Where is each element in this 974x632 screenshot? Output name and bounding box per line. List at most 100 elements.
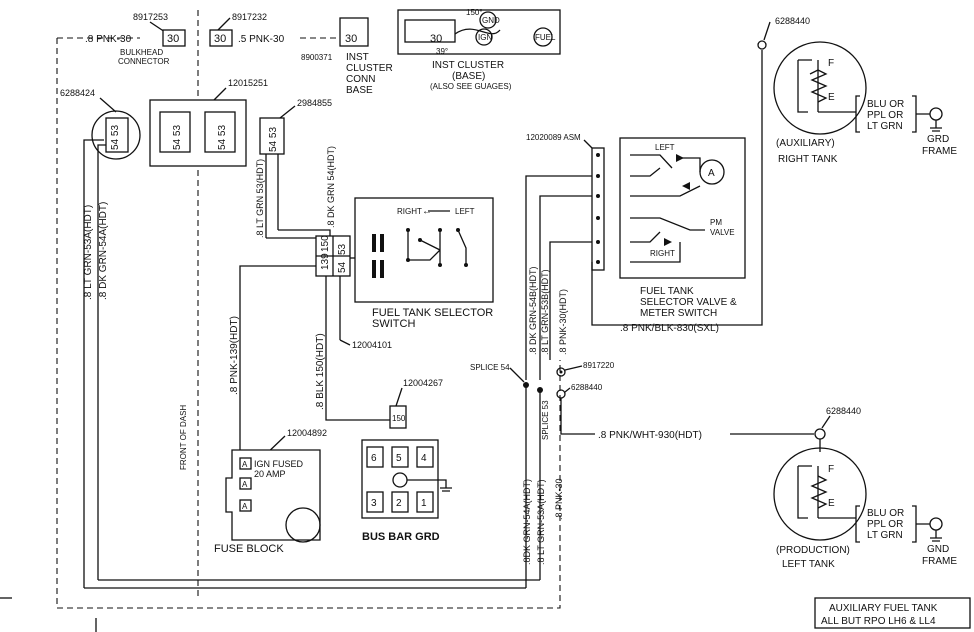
wire-lt-grn-53: .8 LT GRN 53(HDT) xyxy=(255,159,265,238)
bulkhead-label: BULKHEAD xyxy=(120,48,163,57)
selector-switch-label: SWITCH xyxy=(372,318,415,330)
bus-pin-6: 6 xyxy=(371,453,377,464)
bus-bar-grd-label: BUS BAR GRD xyxy=(362,531,440,543)
pin-30-c: 30 xyxy=(345,33,357,45)
ign-symbol xyxy=(475,28,493,46)
bulkhead-connector-right xyxy=(209,29,233,47)
cluster-label: CLUSTER xyxy=(346,63,393,74)
inst-cluster-conn xyxy=(339,17,369,47)
wire-pnk-139: .8 PNK-139(HDT) xyxy=(229,316,240,395)
wire-pnk-blk-830: .8 PNK/BLK-830(SXL) xyxy=(620,323,719,334)
pin-54-53-a: 54 53 xyxy=(110,125,121,150)
connector-6288424 xyxy=(91,110,141,160)
pin-30-a: 30 xyxy=(167,33,179,45)
ign-fused: IGN FUSED xyxy=(254,459,304,469)
wire-dk-grn-54: .8 DK GRN 54(HDT) xyxy=(326,146,336,228)
pm-label: PM xyxy=(710,218,722,227)
bus-pin-4: 4 xyxy=(421,453,427,464)
fuel-tank-label: FUEL TANK xyxy=(640,286,694,297)
fuse-a-2: A xyxy=(242,480,248,489)
bus-pin-5: 5 xyxy=(396,453,402,464)
auxiliary-label: (AUXILIARY) xyxy=(776,138,835,149)
bus-pin-2: 2 xyxy=(396,498,402,509)
valve-right-label: RIGHT xyxy=(650,249,675,258)
fuse-block xyxy=(225,449,321,541)
splice-54-label: SPLICE 54 xyxy=(470,363,510,372)
conn-label: CONN xyxy=(346,74,375,85)
part-12004101: 12004101 xyxy=(352,340,392,350)
wire-dk-grn-54a2: .8DK GRN-54A(HDT) xyxy=(522,479,532,565)
pin-150: 150 xyxy=(320,235,331,252)
connector-2984855 xyxy=(259,117,285,155)
pin-139: 139 xyxy=(320,253,331,270)
part-8917220: 8917220 xyxy=(583,361,615,370)
base-label: BASE xyxy=(346,85,373,96)
bus-bar-150-connector xyxy=(389,405,407,429)
fuse-a-3: A xyxy=(242,502,248,511)
ign-label: IGN xyxy=(478,33,492,42)
right-label: RIGHT xyxy=(397,207,422,216)
bus-pin-1: 1 xyxy=(421,498,427,509)
splice-53-label: SPLICE 53 xyxy=(541,400,550,440)
grd-label: GRD xyxy=(927,134,949,145)
wire-dk-grn-54b: .8 DK GRN-54B(HDT) xyxy=(528,266,538,355)
pin-30-b: 30 xyxy=(214,33,226,45)
production-label: (PRODUCTION) xyxy=(776,545,850,556)
lt-grn-a: LT GRN xyxy=(867,121,903,132)
see-gauges-label: (ALSO SEE GUAGES) xyxy=(430,82,512,91)
valve-connector xyxy=(591,147,605,271)
ppl-or-b: PPL OR xyxy=(867,519,903,530)
pin-30-d: 30 xyxy=(430,33,442,45)
lt-grn-b: LT GRN xyxy=(867,530,903,541)
left-label: LEFT xyxy=(455,207,475,216)
part-12015251: 12015251 xyxy=(228,78,268,88)
fuse-block-label: FUSE BLOCK xyxy=(214,543,284,555)
pin-53-sw: 53 xyxy=(337,243,348,255)
blu-or-a: BLU OR xyxy=(867,99,904,110)
pin-54-53-c: 54 53 xyxy=(217,125,228,150)
bulkhead-connector-left xyxy=(162,29,186,47)
e-label-b: E xyxy=(828,498,835,509)
frame-label: FRAME xyxy=(922,146,957,157)
amp-20: 20 AMP xyxy=(254,469,286,479)
valve-left-label: LEFT xyxy=(655,143,675,152)
part-6288440-a: 6288440 xyxy=(775,16,810,26)
wire-pnk30-a: .8 PNK-30 xyxy=(85,34,132,45)
ppl-or-a: PPL OR xyxy=(867,110,903,121)
harness-boundary xyxy=(56,37,561,609)
bus-150-pin: 150 xyxy=(392,414,406,423)
blu-or-b: BLU OR xyxy=(867,508,904,519)
wire-lt-grn-53a2: .8 LT GRN-53A(HDT) xyxy=(536,479,546,565)
meter-switch-label: METER SWITCH xyxy=(640,308,717,319)
inst-label: INST xyxy=(346,52,369,63)
wire-lt-grn-53a: .8 LT GRN-53A(HDT) xyxy=(83,205,94,300)
part-6288424: 6288424 xyxy=(60,88,95,98)
gnd-label: GND xyxy=(927,544,949,555)
fuel-tank-selector-switch xyxy=(354,197,494,303)
caption-line1: AUXILIARY FUEL TANK xyxy=(829,603,938,614)
part-12004267: 12004267 xyxy=(403,378,443,388)
base-paren-label: (BASE) xyxy=(452,71,485,82)
pin-54-53-b: 54 53 xyxy=(172,125,183,150)
caption-box xyxy=(814,597,971,629)
part-8917253: 8917253 xyxy=(133,12,168,22)
fuel-label: FUEL xyxy=(535,33,556,42)
part-12020089: 12020089 ASM xyxy=(526,133,581,142)
left-tank-label: LEFT TANK xyxy=(782,559,835,570)
pin-54-53-d: 54 53 xyxy=(268,127,279,152)
valve-label: VALVE xyxy=(710,228,735,237)
right-tank-sender xyxy=(773,41,867,135)
part-8900371: 8900371 xyxy=(301,53,333,62)
fuel-symbol xyxy=(533,27,553,47)
wire-pnk-wht-930: .8 PNK/WHT-930(HDT) xyxy=(598,430,702,441)
left-arrow: ← xyxy=(422,206,432,217)
wire-pnk30-b: .5 PNK-30 xyxy=(238,34,285,45)
wire-lt-grn-53b: .8 LT GRN-53B(HDT) xyxy=(540,269,550,355)
part-12004892: 12004892 xyxy=(287,428,327,438)
wire-pnk30-hdt: .8 PNK-30(HDT) xyxy=(558,289,568,355)
fuse-a-1: A xyxy=(242,460,248,469)
part-8917232: 8917232 xyxy=(232,12,267,22)
meter-a-label: A xyxy=(708,168,715,179)
connector-label: CONNECTOR xyxy=(118,57,170,66)
